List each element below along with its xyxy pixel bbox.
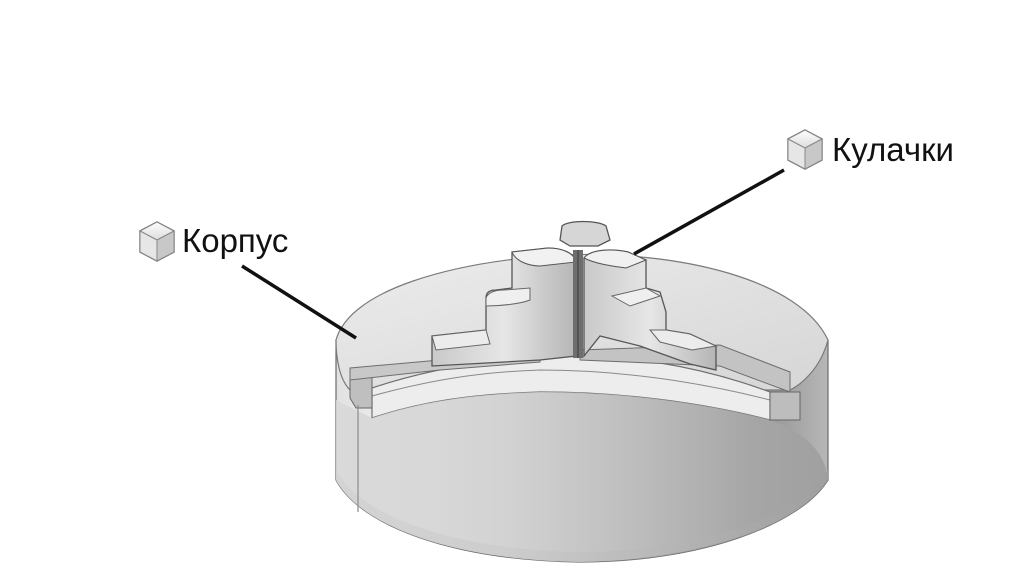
label-jaws-text: Кулачки: [832, 131, 954, 168]
jaw-right-step-top-1: [583, 249, 648, 269]
label-jaws: Кулачки: [786, 129, 954, 170]
jaw-left-step-top-2: [485, 287, 531, 307]
body-front-top-edge: [371, 369, 771, 401]
cube-icon: [786, 129, 824, 170]
cube-icon: [138, 221, 176, 262]
label-body: Корпус: [138, 221, 288, 262]
body-right-slot: [769, 391, 801, 421]
jaw-right-step-top-2: [610, 287, 662, 307]
jaw-right-step-top-3: [648, 329, 718, 351]
body-front-face: [336, 392, 828, 562]
leader-line-jaws: [633, 168, 785, 256]
jaw-left-step-top-3: [431, 329, 491, 351]
jaw-top: [559, 220, 611, 247]
leader-line-body: [241, 264, 357, 340]
body-back-groove: [579, 344, 791, 393]
label-body-text: Корпус: [182, 222, 288, 259]
chuck-jaws: [431, 220, 718, 371]
